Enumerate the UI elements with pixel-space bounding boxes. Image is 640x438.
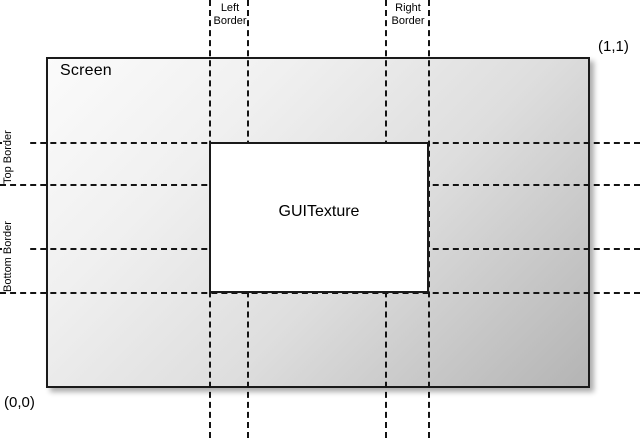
label-bottom-border-line2: Border (2, 221, 14, 255)
label-bottom-border: Bottom Border (2, 221, 28, 292)
guitexture-label: GUITexture (278, 203, 360, 220)
label-top-border-line1: Top (2, 166, 14, 184)
label-top-border: Top Border (2, 130, 28, 184)
label-right-border-line1: Right (395, 2, 421, 14)
coordinate-label-bottom-left: (0,0) (4, 394, 35, 411)
guide-line-right-border-outer (428, 0, 430, 438)
coordinate-label-top-right: (1,1) (598, 38, 629, 55)
label-bottom-border-line1: Bottom (2, 257, 14, 292)
guide-line-bottom-border-outer (0, 292, 640, 294)
label-right-border: Right Border (388, 2, 428, 28)
screen-label: Screen (60, 62, 112, 79)
label-left-border: Left Border (213, 2, 247, 28)
label-left-border-line1: Left (220, 2, 240, 14)
label-top-border-line2: Border (2, 130, 14, 164)
label-left-border-line2: Border (213, 15, 247, 27)
guitexture-rectangle (209, 142, 429, 293)
label-right-border-line2: Border (391, 15, 425, 27)
